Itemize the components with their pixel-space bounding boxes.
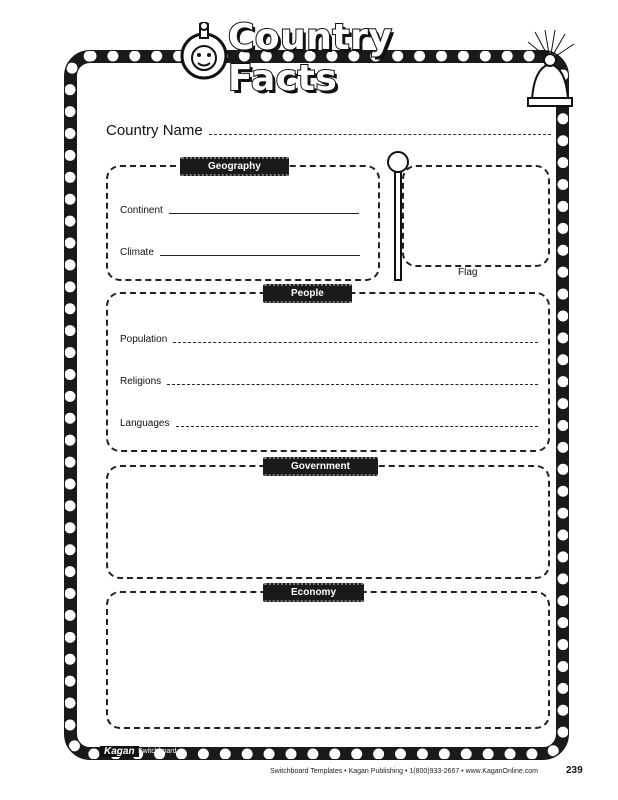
population-row: Population [120, 334, 538, 345]
climate-field[interactable] [159, 254, 360, 256]
population-label: Population [120, 334, 168, 345]
continent-field[interactable] [168, 212, 359, 214]
government-label: Government [263, 457, 378, 476]
religions-label: Religions [120, 376, 162, 387]
continent-row: Continent [120, 205, 370, 216]
flag-pole-icon [387, 151, 409, 281]
title-banner: Country Facts [170, 16, 490, 100]
kagan-logo: Kagan [100, 746, 139, 757]
flag-box[interactable] [402, 165, 550, 267]
population-field[interactable] [173, 341, 538, 343]
languages-row: Languages [120, 418, 538, 429]
bell-icon [527, 30, 575, 107]
country-name-field[interactable] [208, 133, 551, 135]
economy-label: Economy [263, 583, 365, 602]
religions-field[interactable] [167, 383, 538, 385]
people-label: People [263, 284, 352, 303]
mascot-illustration [180, 22, 228, 80]
economy-box[interactable]: Economy [106, 583, 550, 729]
continent-label: Continent [120, 205, 163, 216]
page-number: 239 [566, 765, 583, 776]
switchboard-logo-text: Switchboard [138, 748, 177, 755]
flag-label: Flag [458, 267, 478, 278]
country-name-row: Country Name [106, 117, 551, 139]
climate-row: Climate [120, 247, 370, 258]
page-frame [64, 50, 569, 760]
languages-field[interactable] [175, 425, 538, 427]
geography-box: Geography Continent Climate [106, 157, 380, 281]
country-name-label: Country Name [106, 122, 203, 139]
climate-label: Climate [120, 247, 154, 258]
geography-label: Geography [180, 157, 289, 176]
footer-credit: Switchboard Templates • Kagan Publishing… [270, 768, 538, 775]
page-title: Country Facts [227, 16, 393, 100]
government-box[interactable]: Government [106, 457, 550, 579]
people-box: People Population Religions Languages [106, 284, 550, 452]
religions-row: Religions [120, 376, 538, 387]
languages-label: Languages [120, 418, 170, 429]
